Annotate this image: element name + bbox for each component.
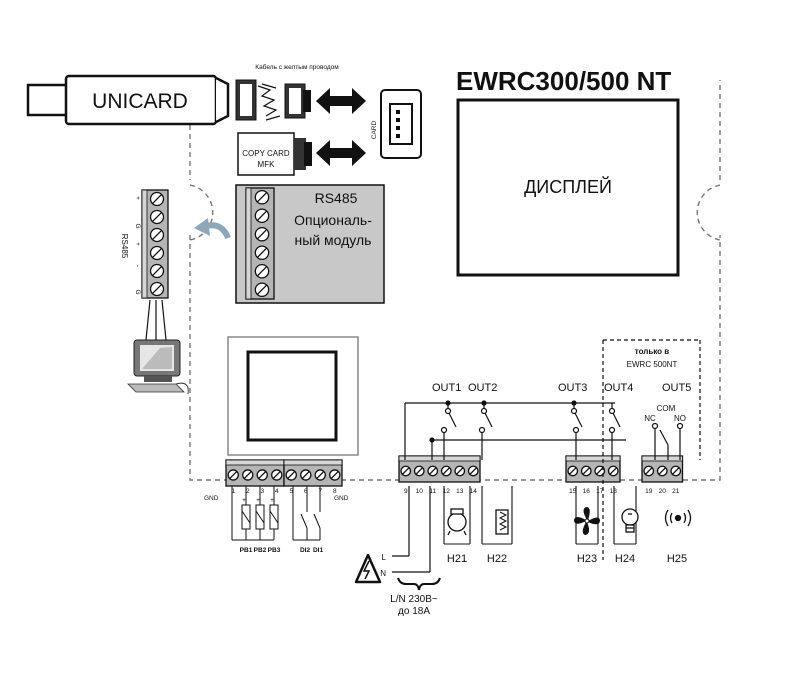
- copy-card-line2: MFK: [258, 160, 276, 169]
- gnd-right-label: GND: [334, 495, 349, 502]
- terminal-number: 11: [429, 488, 436, 495]
- load-h23: H23: [577, 553, 597, 565]
- device-title: EWRC300/500 NT: [456, 66, 671, 96]
- compressor-icon: [447, 508, 467, 536]
- rotate-arrow-icon: [194, 218, 231, 240]
- out2-label: OUT2: [468, 382, 497, 394]
- probe-pb3: PB3: [268, 547, 281, 554]
- probe-pb2: PB2: [254, 547, 267, 554]
- light-bulb-icon: [621, 508, 639, 533]
- svg-text:+: +: [134, 196, 141, 200]
- terminal-number: 14: [470, 488, 478, 495]
- svg-text:-: -: [134, 265, 141, 267]
- load-h21: H21: [447, 553, 467, 565]
- out5-label: OUT5: [662, 382, 691, 394]
- cable-note: Кабель с желтым проводом: [255, 63, 339, 71]
- probe-pb1: PB1: [240, 547, 253, 554]
- svg-text:G: G: [134, 289, 141, 294]
- display-label: ДИСПЛЕЙ: [524, 176, 612, 197]
- high-voltage-warning-icon: [354, 553, 382, 584]
- only500-line2: EWRC 500NT: [627, 360, 678, 369]
- terminal-number: 8: [333, 488, 337, 495]
- power-wiring: [392, 486, 441, 591]
- out4-label: OUT4: [604, 382, 633, 394]
- terminal-number: 16: [583, 488, 591, 495]
- rs485-module-line3: ный модуль: [295, 232, 372, 248]
- svg-text:+: +: [270, 497, 274, 504]
- power-n-label: N: [380, 569, 386, 578]
- terminal-number: 12: [443, 488, 451, 495]
- alarm-icon: [664, 509, 692, 527]
- svg-text:+: +: [256, 497, 260, 504]
- terminal-number: 5: [289, 488, 293, 495]
- svg-text:G: G: [134, 223, 141, 228]
- power-line1: L/N 230В~: [390, 594, 438, 605]
- terminal-number: 15: [569, 488, 577, 495]
- rs485-module-terminal-block: [245, 187, 275, 300]
- housing-outline: [189, 80, 721, 481]
- double-arrow-unicard: [316, 88, 366, 114]
- rs485-module-line2: Опциональ-: [294, 212, 372, 228]
- double-arrow-copycard: [316, 140, 366, 166]
- only500-line1: только в: [635, 347, 670, 356]
- terminal-number: 19: [645, 488, 653, 495]
- ewrc500-separator: [602, 339, 701, 560]
- terminal-number: 9: [404, 488, 408, 495]
- nc-label: NC: [644, 414, 656, 423]
- terminal-number: 2: [246, 488, 250, 495]
- copy-card: COPY CARD MFK: [237, 132, 312, 176]
- terminal-number: 6: [304, 488, 308, 495]
- out3-label: OUT3: [558, 382, 587, 394]
- fan-icon: [574, 507, 600, 535]
- svg-text:+: +: [242, 497, 246, 504]
- rs485-module-line1: RS485: [315, 190, 358, 206]
- gnd-left-label: GND: [204, 495, 219, 502]
- no-label: NO: [674, 414, 686, 423]
- rs485-side-labels: + G + - G RS485: [120, 196, 141, 294]
- power-l-label: L: [382, 553, 387, 562]
- low-voltage-terminal-block: [225, 459, 343, 487]
- power-line2: до 18А: [398, 606, 430, 617]
- unicard-connector: Кабель с желтым проводом: [235, 63, 339, 121]
- relay-contacts: [429, 400, 684, 443]
- load-h22: H22: [487, 553, 507, 565]
- terminal-number: 1: [231, 488, 235, 495]
- load-h24: H24: [615, 553, 635, 565]
- terminal-number: 13: [456, 488, 464, 495]
- copy-card-line1: COPY CARD: [242, 149, 290, 158]
- terminal-number: 20: [659, 488, 667, 495]
- card-slot: CARD: [371, 89, 422, 159]
- terminal-number: 18: [610, 488, 618, 495]
- terminal-number: 3: [260, 488, 264, 495]
- transformer-outline: [227, 336, 359, 456]
- probe-wiring: [231, 486, 279, 541]
- heater-icon: [495, 509, 509, 535]
- di1-label: DI1: [313, 547, 324, 554]
- unicard-label: UNICARD: [92, 90, 188, 113]
- terminal-number: 21: [672, 488, 680, 495]
- out1-label: OUT1: [432, 382, 461, 394]
- com-label: COM: [657, 404, 676, 413]
- digital-input-wiring: [292, 486, 321, 541]
- rs485-side-terminal-block: [141, 189, 169, 299]
- terminal-number: 17: [596, 488, 604, 495]
- unicard: UNICARD: [26, 74, 230, 126]
- display-box: [456, 98, 680, 277]
- pc-cable: [145, 299, 167, 341]
- svg-text:+: +: [134, 242, 141, 246]
- terminal-number: 4: [275, 488, 279, 495]
- load-wiring: [443, 486, 637, 545]
- load-h25: H25: [667, 553, 687, 565]
- high-voltage-terminal-block: [398, 455, 684, 483]
- terminal-number: 10: [416, 488, 424, 495]
- high-terminal-numbers: 9 10 11 12 13 14 15 16 17 18 19 20 21: [404, 488, 680, 495]
- card-label: CARD: [371, 120, 378, 139]
- rs485-side-label: RS485: [120, 234, 129, 259]
- computer-icon: [127, 339, 189, 395]
- di2-label: DI2: [300, 547, 311, 554]
